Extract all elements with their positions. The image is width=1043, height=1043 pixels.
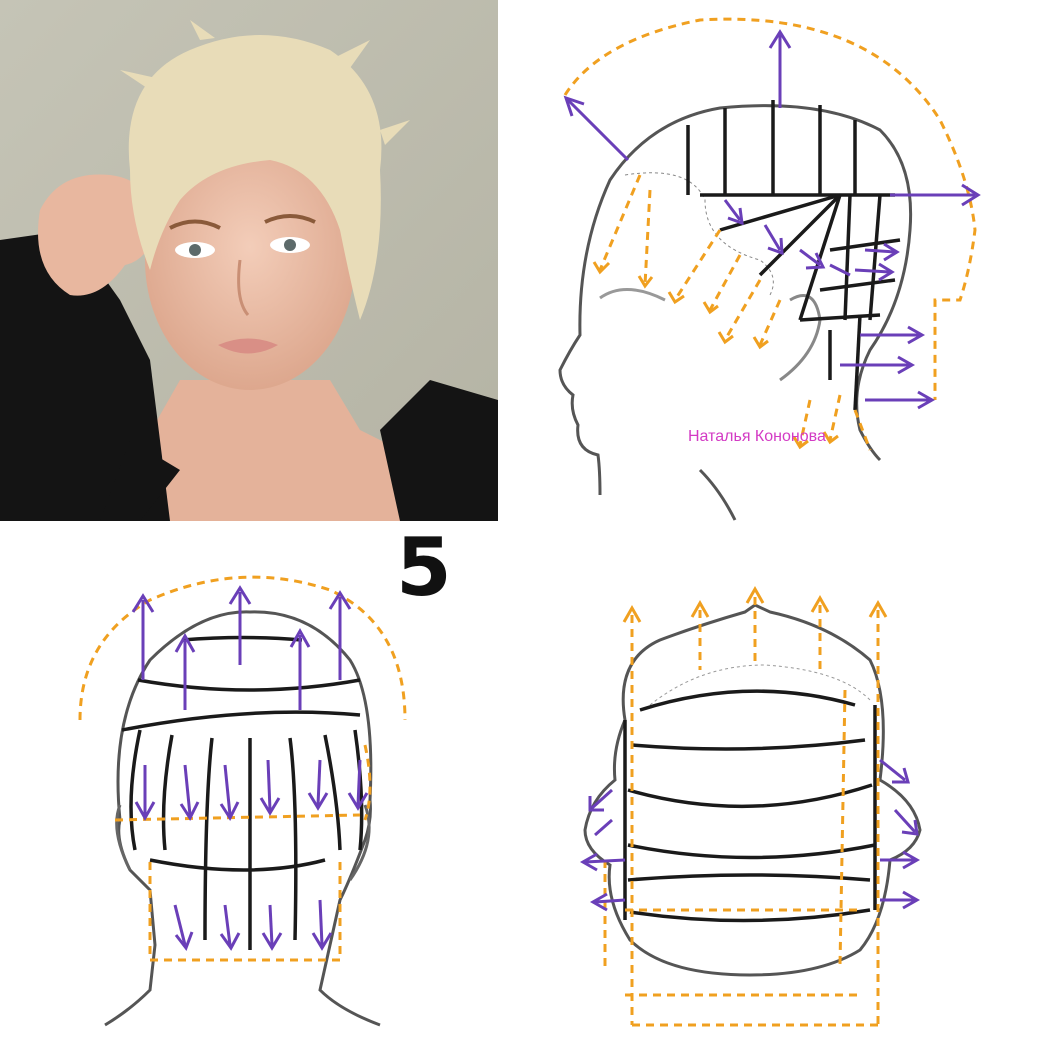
- head-outline: [116, 610, 381, 1027]
- guide-dashed: [603, 597, 880, 1027]
- elevation-arrow-icon: [563, 29, 981, 410]
- head-outline: [558, 104, 913, 496]
- reference-photo: [0, 0, 498, 521]
- elevation-arrow-icon: [579, 758, 921, 912]
- ear-outline: [779, 294, 822, 382]
- guide-dashed-arrow-icon: [592, 261, 839, 450]
- guide-dashed: [78, 575, 407, 962]
- elevation-arrow-icon: [131, 585, 369, 952]
- section-lines: [686, 100, 901, 411]
- top-view-diagram: [521, 521, 1043, 1043]
- head-outline: [583, 603, 922, 977]
- author-credit: Наталья Кононова: [688, 428, 826, 445]
- section-lines: [121, 635, 364, 950]
- section-lines: [623, 689, 877, 923]
- step-number: 5: [396, 521, 452, 614]
- guide-dashed-arrow-icon: [622, 585, 888, 623]
- back-view-diagram: [0, 521, 521, 1043]
- guide-dashed: [563, 17, 977, 451]
- side-profile-diagram: [498, 0, 1043, 521]
